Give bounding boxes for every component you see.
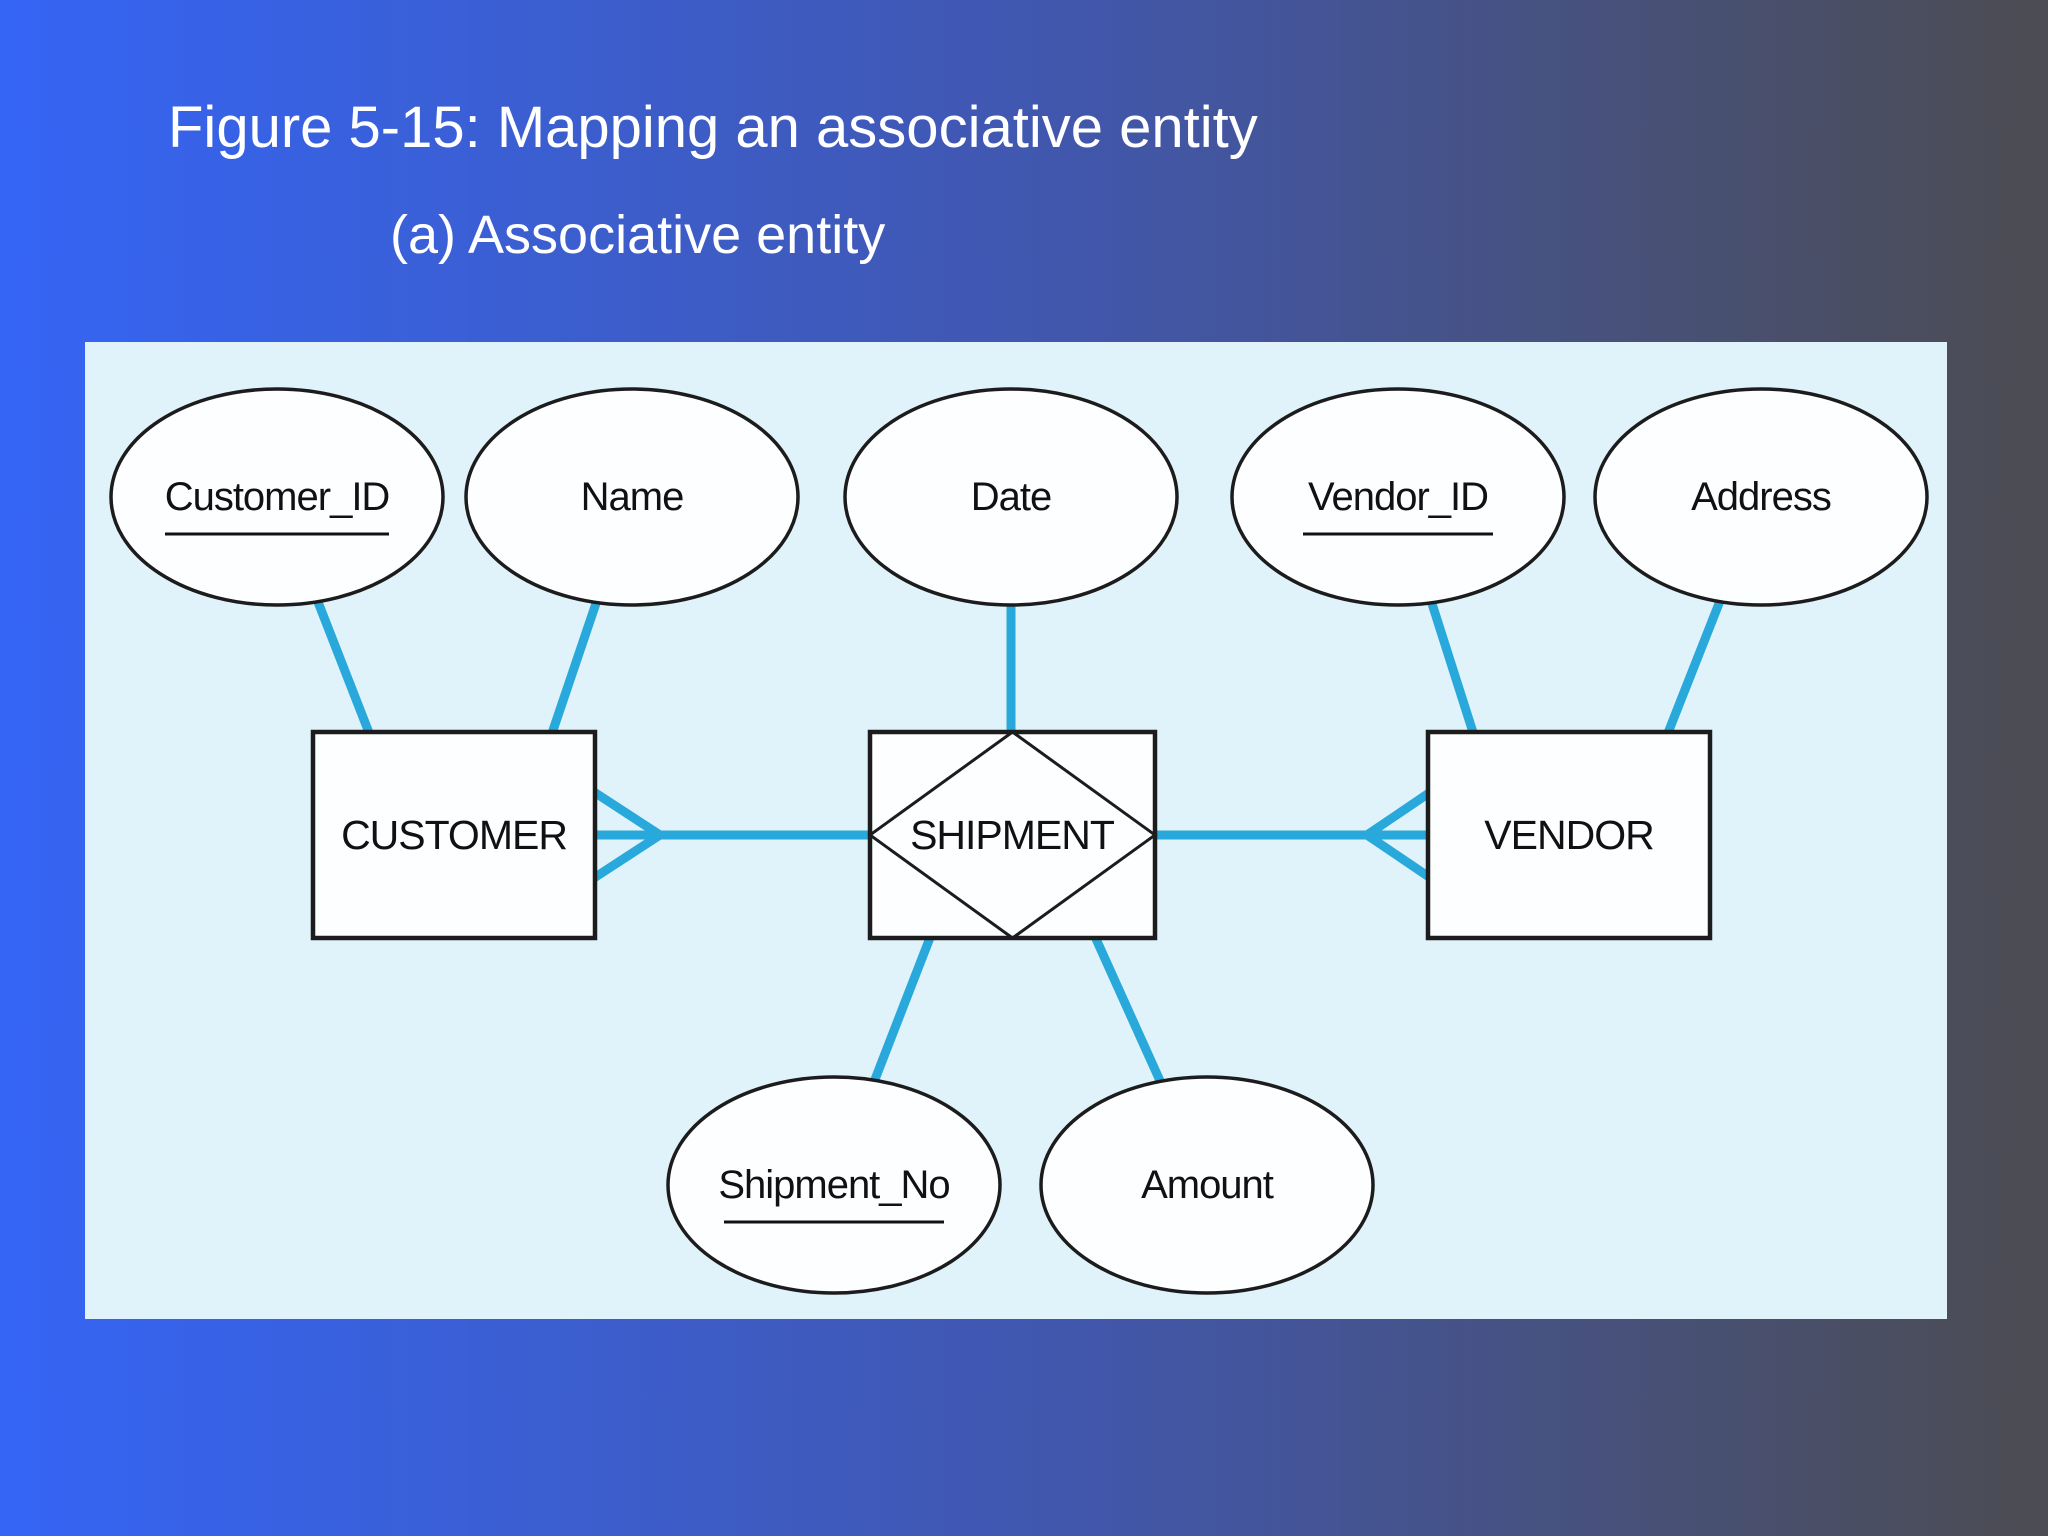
- entity-shapes: [310, 729, 1713, 941]
- associative-entity-diamond: [867, 730, 1158, 940]
- slide-title: Figure 5-15: Mapping an associative enti…: [168, 95, 1258, 160]
- entity-rect-vendor: [1425, 729, 1713, 941]
- identifier-underlines: [165, 532, 1493, 1224]
- attribute-label-customer-id: Customer_ID: [165, 475, 390, 519]
- entity-label-customer: CUSTOMER: [341, 812, 567, 858]
- crow-foot-customer-upper: [591, 788, 663, 839]
- attribute-label-name: Name: [581, 475, 684, 519]
- entity-rect-shipment: [867, 729, 1158, 941]
- attribute-label-address: Address: [1691, 475, 1831, 519]
- entity-rect-customer: [310, 729, 598, 941]
- attribute-label-shipment-no: Shipment_No: [718, 1163, 949, 1207]
- crow-foot-customer-lower: [591, 831, 663, 882]
- attribute-label-amount: Amount: [1141, 1163, 1274, 1207]
- attribute-ellipse-date: [843, 387, 1179, 607]
- attribute-label-vendor-id: Vendor_ID: [1308, 475, 1488, 519]
- crow-foot-vendor-lower: [1364, 831, 1432, 881]
- attribute-ellipse-amount: [1039, 1075, 1375, 1295]
- attribute-shapes: [109, 387, 1929, 1295]
- entity-label-vendor: VENDOR: [1484, 812, 1653, 858]
- entity-label-shipment: SHIPMENT: [910, 812, 1115, 858]
- attribute-ellipse-shipment-no: [666, 1075, 1002, 1295]
- diagram-labels: Customer_ID Name Date Vendor_ID Address …: [165, 475, 1832, 1207]
- attribute-ellipse-address: [1593, 387, 1929, 607]
- attribute-ellipse-name: [464, 387, 800, 607]
- attribute-ellipse-vendor-id: [1230, 387, 1566, 607]
- attribute-ellipse-customer-id: [109, 387, 445, 607]
- crow-foot-vendor-upper: [1364, 789, 1432, 839]
- slide-subtitle: (a) Associative entity: [390, 205, 885, 265]
- attribute-label-date: Date: [971, 475, 1052, 519]
